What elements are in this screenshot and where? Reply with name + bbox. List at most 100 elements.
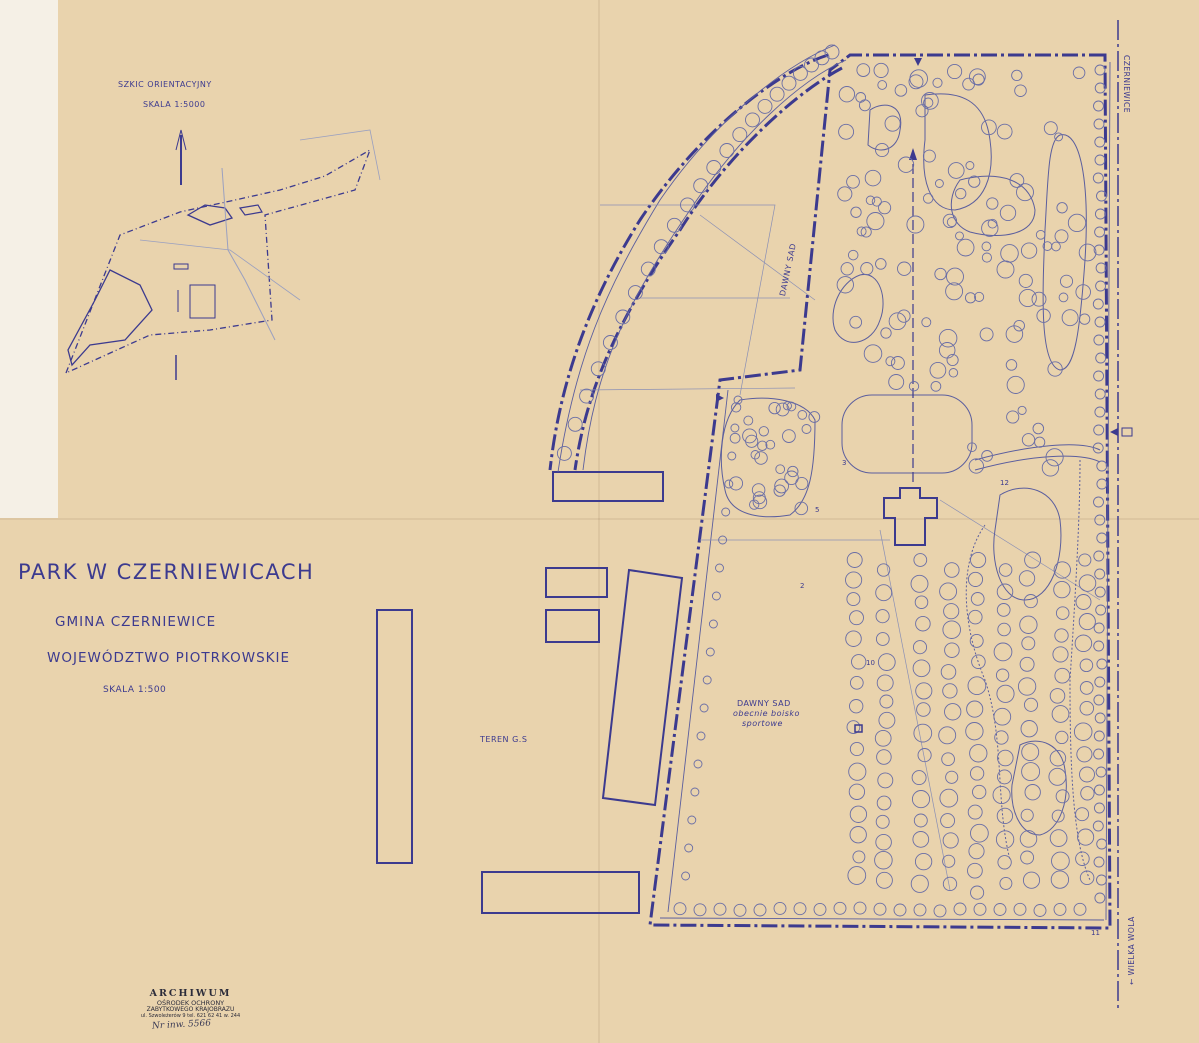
tree-symbol xyxy=(912,640,928,655)
tree-symbol xyxy=(971,654,986,669)
tree-symbol xyxy=(916,702,931,717)
tree-symbol xyxy=(876,563,891,577)
tree-symbol xyxy=(1017,405,1027,415)
tree-symbol xyxy=(1092,172,1104,184)
tree-symbol xyxy=(967,442,977,453)
tree-symbol xyxy=(1095,280,1107,292)
tree-symbol xyxy=(1054,628,1069,643)
tree-symbol xyxy=(996,807,1014,825)
tree-symbol xyxy=(728,476,744,491)
tree-symbol xyxy=(997,855,1012,870)
tree-symbol xyxy=(993,642,1013,662)
tree-symbol xyxy=(1018,273,1033,288)
tree-symbol xyxy=(970,885,985,900)
tree-symbol xyxy=(1054,667,1071,684)
tree-symbol xyxy=(1093,730,1105,742)
label-sports-field-line1: obecnie boisko xyxy=(733,709,800,718)
tree-symbol xyxy=(1093,748,1105,760)
tree-symbol xyxy=(897,156,915,173)
tree-symbol xyxy=(774,478,789,494)
tree-symbol xyxy=(967,804,983,820)
tree-symbol xyxy=(666,217,682,233)
tree-symbol xyxy=(1096,478,1108,490)
tree-symbol xyxy=(1006,410,1020,424)
tree-symbol xyxy=(1021,636,1036,651)
tree-symbol xyxy=(1094,676,1106,688)
tree-symbol xyxy=(879,694,894,709)
tree-symbol xyxy=(1035,229,1046,240)
tree-symbol xyxy=(1093,694,1105,706)
tree-symbol xyxy=(997,769,1012,785)
tree-symbol xyxy=(967,571,984,587)
tree-symbol xyxy=(1092,298,1104,310)
tree-symbol xyxy=(875,871,893,889)
tree-symbol xyxy=(848,762,867,781)
tree-symbol xyxy=(849,805,868,823)
tree-symbol xyxy=(846,720,861,734)
tree-symbol xyxy=(699,703,709,713)
tree-symbol xyxy=(1079,681,1094,695)
tree-symbol xyxy=(724,479,734,489)
tree-symbol xyxy=(1018,288,1037,308)
tree-symbol xyxy=(793,902,807,916)
manor-house xyxy=(883,487,938,546)
tree-symbol xyxy=(749,499,760,510)
tree-symbol xyxy=(1078,313,1091,325)
tree-symbol xyxy=(877,772,894,789)
tree-symbol xyxy=(863,344,883,363)
tree-symbol xyxy=(1093,784,1105,796)
tree-symbol xyxy=(773,484,786,497)
tree-symbol xyxy=(938,328,958,348)
entrance-arrows xyxy=(716,58,1133,437)
tree-symbol xyxy=(913,903,927,917)
tree-symbol xyxy=(874,729,892,747)
tree-symbol xyxy=(970,823,989,843)
tree-symbol xyxy=(910,874,929,893)
svg-text:3: 3 xyxy=(842,459,846,467)
tree-symbol xyxy=(673,902,687,916)
tree-symbol xyxy=(1093,640,1105,652)
building xyxy=(552,471,664,502)
tree-symbol xyxy=(1049,829,1068,847)
tree-symbol xyxy=(1073,902,1087,916)
tree-symbol xyxy=(915,682,933,700)
tree-symbol xyxy=(847,249,859,261)
tree-symbol xyxy=(967,862,983,879)
tree-symbol xyxy=(1094,316,1106,328)
inset-park-boundary xyxy=(65,148,372,374)
tree-symbol xyxy=(923,97,934,108)
tree-symbol xyxy=(693,178,709,194)
tree-symbol xyxy=(875,833,892,851)
tree-symbol xyxy=(1094,64,1106,76)
tree-symbol xyxy=(1093,100,1104,112)
tree-symbol xyxy=(908,381,920,392)
tree-symbol xyxy=(1051,241,1061,252)
tree-symbol xyxy=(855,92,867,103)
tree-symbol xyxy=(684,843,694,853)
tree-symbol xyxy=(979,327,994,342)
building xyxy=(545,609,600,643)
tree-symbol xyxy=(875,258,887,270)
tree-symbol xyxy=(590,361,606,377)
tree-symbol xyxy=(1051,705,1070,723)
tree-symbol xyxy=(875,609,890,624)
tree-symbol xyxy=(938,726,957,745)
tree-symbol xyxy=(1094,388,1106,400)
tree-symbol xyxy=(1005,359,1018,371)
tree-symbol xyxy=(1095,604,1107,616)
tree-symbol xyxy=(992,785,1011,805)
tree-symbol xyxy=(953,902,967,916)
tree-symbol xyxy=(1014,84,1027,97)
tree-symbol xyxy=(996,684,1015,703)
tree-symbol xyxy=(981,119,997,136)
tree-symbol xyxy=(849,610,864,626)
tree-symbol xyxy=(804,57,819,73)
tree-symbol xyxy=(942,620,961,639)
tree-symbol xyxy=(706,160,722,175)
tree-symbol xyxy=(1094,586,1106,598)
label-sports-field-line2: sportowe xyxy=(742,719,783,728)
tree-symbol xyxy=(1094,208,1106,220)
tree-symbol xyxy=(1072,66,1086,80)
tree-symbol xyxy=(1033,904,1047,917)
